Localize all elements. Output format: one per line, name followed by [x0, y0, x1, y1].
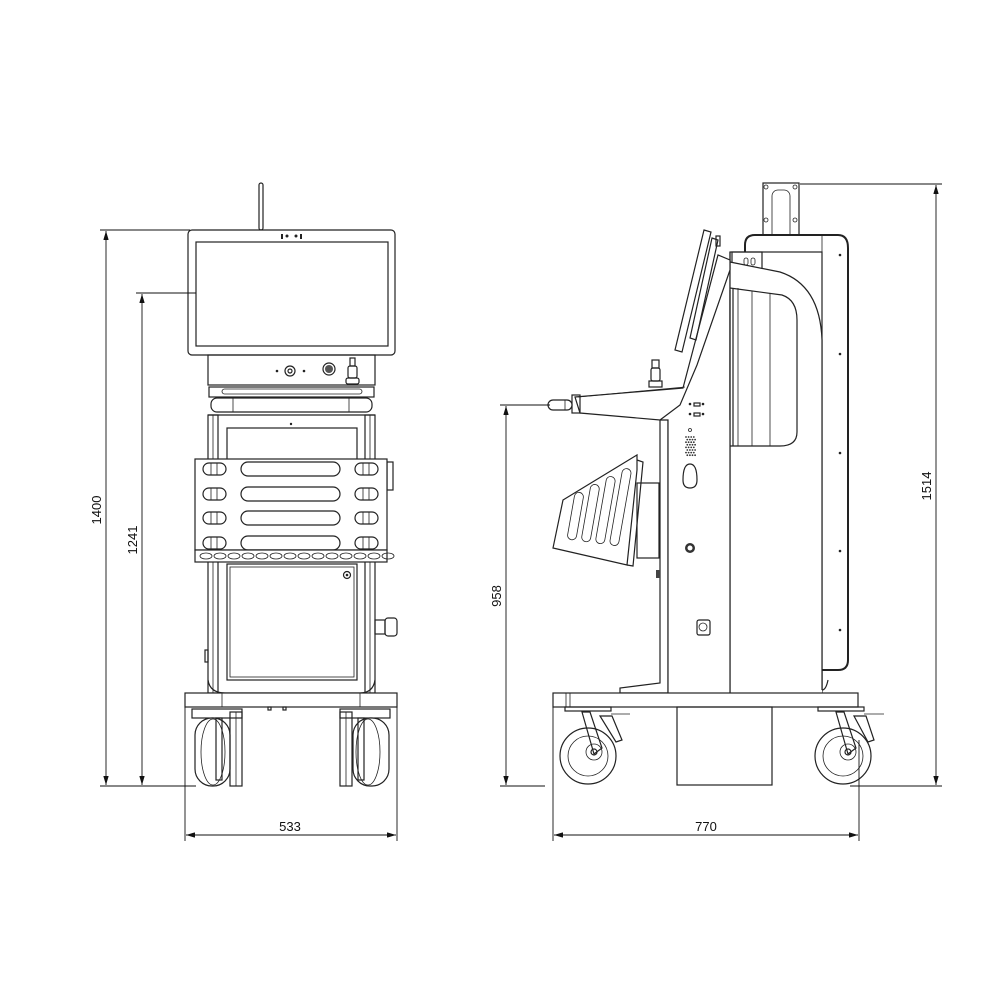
dim-label-533: 533 — [279, 819, 301, 834]
lock-icon — [342, 570, 352, 580]
caster-left — [191, 708, 243, 787]
shelf-handle — [547, 399, 573, 411]
battery-box — [676, 706, 773, 786]
base-front — [184, 692, 398, 711]
dim-label-958: 958 — [489, 585, 504, 607]
front-view — [184, 182, 398, 787]
joystick-side — [648, 359, 663, 388]
basket-slot — [354, 511, 379, 525]
caster-side-rear — [814, 706, 884, 785]
monitor-front — [187, 229, 396, 356]
speaker-grille — [685, 436, 696, 457]
basket-slot — [354, 487, 379, 501]
monitor-side — [674, 229, 721, 353]
basket-slot — [202, 487, 227, 501]
cabinet-door — [204, 563, 358, 681]
base-side — [552, 692, 859, 786]
basket-slot — [202, 536, 227, 550]
basket-slot — [240, 461, 341, 477]
basket-slot — [240, 510, 341, 526]
basket-side — [552, 453, 660, 567]
caster-side-front — [559, 706, 630, 785]
basket-slot — [202, 511, 227, 525]
side-view — [547, 182, 942, 786]
dim-label-1241: 1241 — [125, 526, 140, 555]
main-column — [729, 251, 823, 694]
caster-right — [339, 708, 391, 787]
side-dimensions: 958 1514 770 — [489, 185, 942, 841]
basket-front — [194, 458, 395, 563]
antenna — [258, 182, 264, 231]
front-dimensions: 1400 1241 533 — [89, 229, 398, 841]
connector-icon — [696, 619, 711, 636]
basket-slot — [354, 462, 379, 476]
basket-slot — [240, 486, 341, 502]
dim-label-770: 770 — [695, 819, 717, 834]
basket-slot — [202, 462, 227, 476]
dim-label-1514: 1514 — [919, 472, 934, 501]
front-post — [619, 290, 731, 694]
dim-label-1400: 1400 — [89, 496, 104, 525]
basket-slot — [354, 536, 379, 550]
control-panel — [207, 354, 376, 386]
keyboard-tray — [208, 386, 375, 426]
